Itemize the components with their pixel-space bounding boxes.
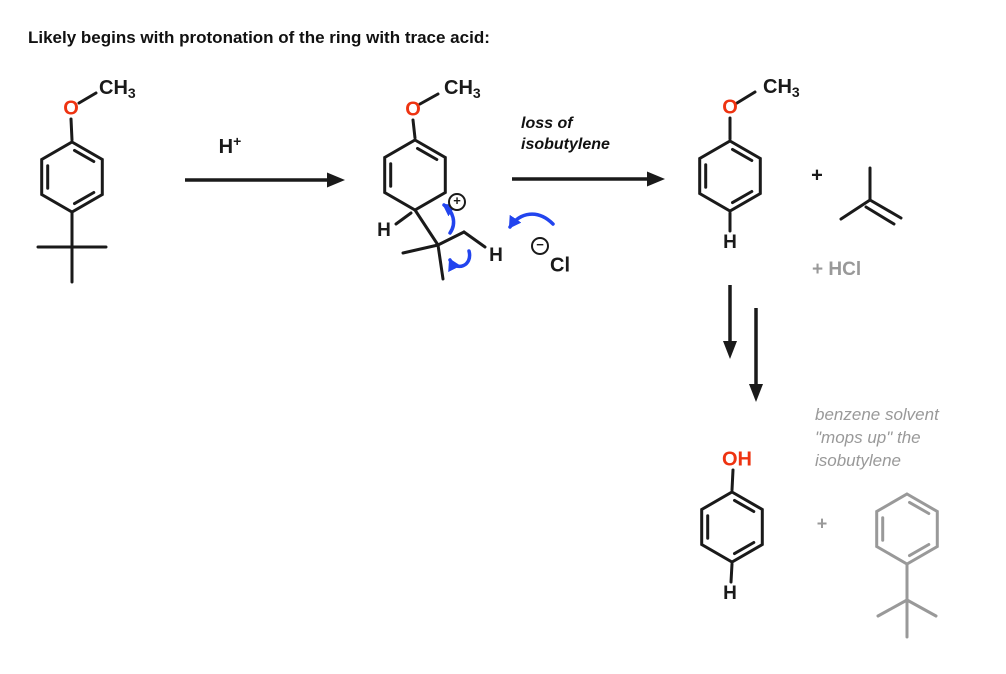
reaction-arrow-loss-of-isobutylene xyxy=(512,171,665,187)
phenol-hydroxyl-label: OH xyxy=(722,448,752,471)
reactant-tert-butylanisole-skeleton xyxy=(36,91,108,284)
minus-charge-badge: − xyxy=(531,237,549,255)
note-line1: benzene solvent xyxy=(815,405,939,424)
product-anisole-skeleton xyxy=(698,90,762,233)
reactant-methyl-label: CH3 xyxy=(99,77,136,101)
methyl-sub-text: 3 xyxy=(127,85,136,101)
h-plus-sup-text: + xyxy=(233,133,242,149)
curved-arrow-chloride-to-h xyxy=(508,212,555,229)
curved-arrow-cc-to-ring xyxy=(442,203,457,235)
plus-sign-gray: + xyxy=(816,513,828,534)
chloride-label: Cl xyxy=(550,254,570,277)
methyl-sub-text: 3 xyxy=(472,85,481,101)
plus-charge-badge: + xyxy=(448,193,466,211)
loss-of-isobutylene-label: loss of isobutylene xyxy=(521,113,610,155)
phenol-ring-h-label: H xyxy=(723,583,737,604)
anisole-methyl-label: CH3 xyxy=(763,76,800,100)
intermediate-oxygen-label: O xyxy=(405,98,421,121)
loss-line2: isobutylene xyxy=(521,136,610,153)
benzene-solvent-note: benzene solvent "mops up" the isobutylen… xyxy=(815,403,939,472)
intermediate-arenium-skeleton xyxy=(383,92,487,281)
reaction-arrow-protonation xyxy=(185,172,345,188)
methyl-ch-text: CH xyxy=(444,77,473,99)
hcl-byproduct-label: + HCl xyxy=(812,259,862,280)
product-isobutylene-skeleton xyxy=(839,166,903,226)
reactant-oxygen-label: O xyxy=(63,97,79,120)
down-arrows xyxy=(723,285,763,402)
methyl-ch-text: CH xyxy=(763,76,792,98)
curved-arrow-ch-to-cc xyxy=(448,249,472,273)
anisole-ring-h-label: H xyxy=(723,232,737,253)
loss-line1: loss of xyxy=(521,115,573,132)
methyl-ch-text: CH xyxy=(99,77,128,99)
intermediate-methyl-label: CH3 xyxy=(444,77,481,101)
anisole-oxygen-label: O xyxy=(722,96,738,119)
plus-sign: + xyxy=(811,164,823,187)
note-line3: isobutylene xyxy=(815,451,902,470)
curved-electron-arrows xyxy=(442,203,555,273)
h-plus-reagent-label: H+ xyxy=(219,133,242,159)
byproduct-tert-butylbenzene-skeleton xyxy=(875,492,939,639)
product-phenol-skeleton xyxy=(700,468,764,584)
note-line2: "mops up" the xyxy=(815,428,921,447)
methyl-sub-text: 3 xyxy=(791,84,800,100)
page-title: Likely begins with protonation of the ri… xyxy=(28,28,490,47)
intermediate-ring-h-label: H xyxy=(377,220,391,241)
intermediate-leaving-h-label: H xyxy=(489,245,503,266)
h-plus-h-text: H xyxy=(218,136,234,158)
